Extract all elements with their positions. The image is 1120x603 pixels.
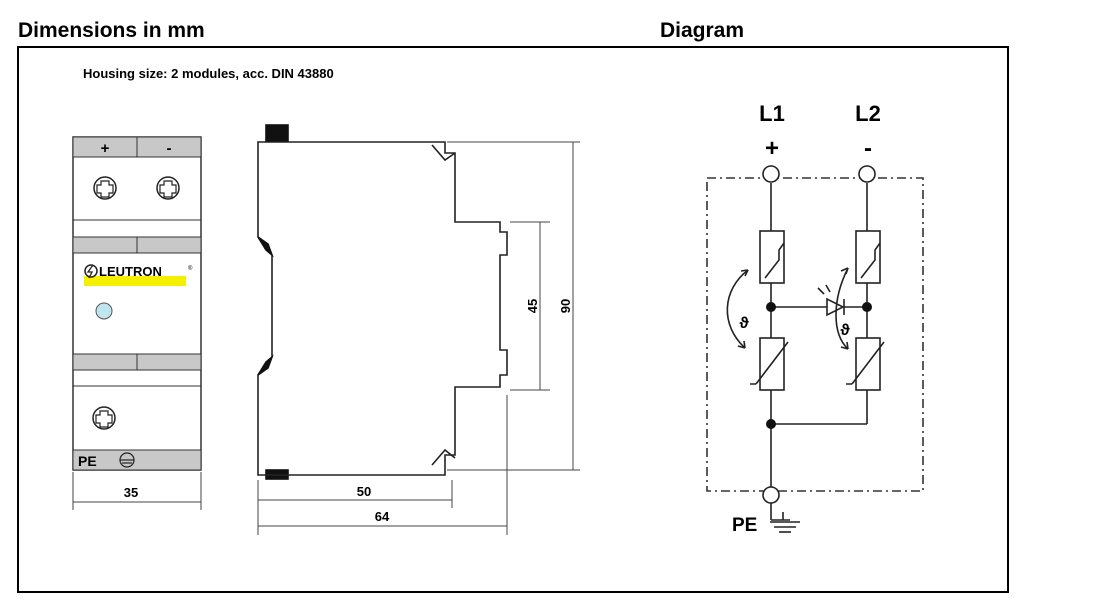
varistor-l2 [855,337,881,391]
label-l2: L2 [855,101,881,126]
thermal-symbol-l1: ϑ [739,315,749,332]
screw-icon [156,176,180,200]
height-dimension-45: 45 [525,299,540,313]
label-minus: - [864,135,872,162]
side-dimensions [257,141,580,535]
pe-label: PE [732,515,757,536]
terminal-minus-label: - [167,140,172,157]
screw-icon [92,406,116,430]
thermal-arrow-l1 [726,269,749,349]
screw-icon [93,176,117,200]
depth-dimension-50: 50 [357,484,371,499]
label-l1: L1 [759,101,785,126]
terminal-pe [762,486,780,504]
ground-symbol-icon [119,452,135,468]
housing-size-note: Housing size: 2 modules, acc. DIN 43880 [83,66,334,81]
front-view: + - LEUTRON ® PE [72,136,202,510]
status-led-indicator [95,302,113,320]
enclosure-boundary [706,177,924,492]
side-view [257,124,508,480]
terminal-plus-label: + [101,140,110,157]
leutron-logo-icon [84,264,98,279]
brand-name: LEUTRON [99,264,162,279]
earth-ground-icon [770,521,800,533]
label-plus: + [765,135,779,162]
depth-dimension-64: 64 [375,509,390,524]
terminal-l1 [762,165,780,183]
brand-color-bar [84,276,186,286]
spark-gap-l1 [759,230,785,284]
pe-terminal-label: PE [78,453,97,469]
top-clip [265,124,289,142]
height-dimension-90: 90 [558,299,573,313]
schematic-diagram: L1 L2 + - [706,101,924,536]
registered-mark: ® [188,265,193,272]
dimensions-heading: Dimensions in mm [18,19,205,42]
outer-frame [17,46,1009,593]
varistor-l1 [759,337,785,391]
junction-dots [766,302,872,429]
width-dimension-35: 35 [124,485,138,500]
front-housing [72,136,202,471]
thermal-symbol-l2: ϑ [840,322,850,339]
spark-gap-l2 [855,230,881,284]
led-diode-icon [826,297,845,317]
terminal-l2 [858,165,876,183]
side-profile-outline [257,141,508,476]
thermal-arrow-l2 [835,267,849,350]
pe-terminal-band [72,449,202,471]
diagram-heading: Diagram [660,19,745,42]
